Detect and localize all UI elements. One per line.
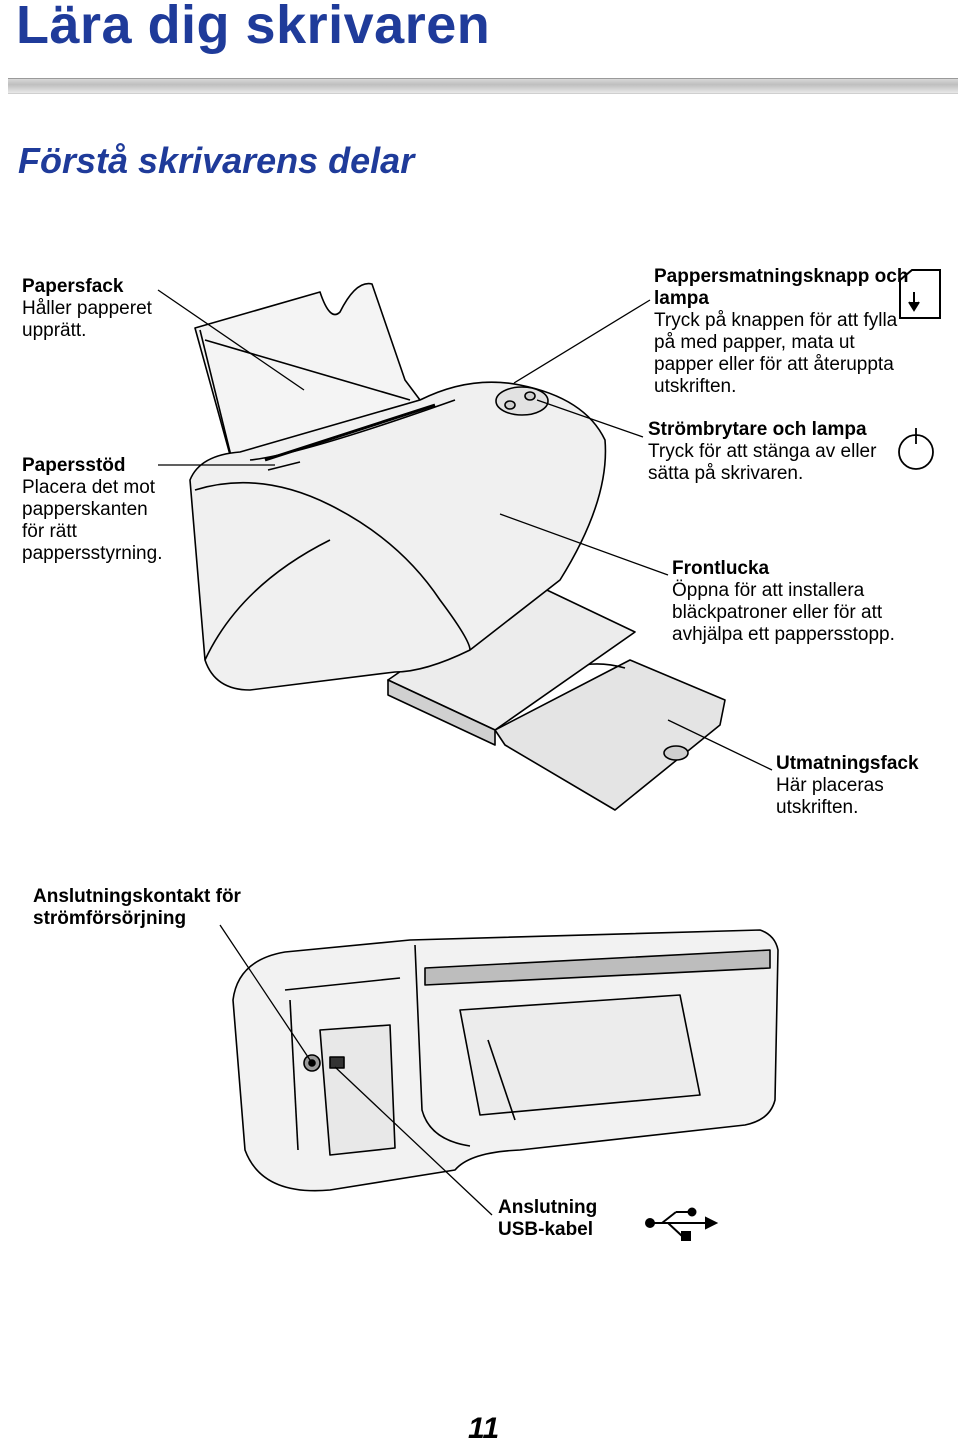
callout-heading: Anslutning USB-kabel (498, 1197, 598, 1240)
callout-description: Tryck för att stänga av eller sätta på s… (648, 441, 877, 484)
callout-usb: Anslutning USB-kabel (498, 1197, 628, 1241)
callout-pappersmatning: Pappersmatningsknapp och lampa Tryck på … (654, 266, 919, 398)
callout-heading: Anslutningskontakt för strömförsörjning (33, 886, 241, 929)
leader-lines (157, 289, 773, 1216)
callout-utmatningsfack: Utmatningsfack Här placeras utskriften. (776, 753, 946, 819)
callout-heading: Frontlucka (672, 558, 770, 579)
callout-description: Här placeras utskriften. (776, 775, 884, 818)
callout-heading: Strömbrytare och lampa (648, 419, 867, 440)
callout-heading: Utmatningsfack (776, 753, 919, 774)
power-icon (898, 428, 934, 470)
section-title: Förstå skrivarens delar (18, 140, 415, 181)
callout-stromforsorjning: Anslutningskontakt för strömförsörjning (33, 886, 283, 930)
page-title: Lära dig skrivaren (16, 0, 491, 55)
callout-description: Tryck på knappen för att fylla på med pa… (654, 310, 898, 397)
callout-description: Öppna för att installera bläckpatroner e… (672, 580, 895, 645)
callout-papersfack: Papersfack Håller papperet upprätt. (22, 276, 162, 342)
callout-heading: Papersstöd (22, 455, 126, 476)
page-number: 11 (468, 1412, 500, 1445)
callout-heading: Papersfack (22, 276, 124, 297)
printer-rear-view (232, 929, 779, 1192)
callout-frontlucka: Frontlucka Öppna för att installera bläc… (672, 558, 934, 646)
printer-front-view (189, 282, 726, 811)
callout-description: Håller papperet upprätt. (22, 298, 152, 341)
title-rule (8, 78, 958, 94)
callout-description: Placera det mot papperskanten för rätt p… (22, 477, 163, 564)
callout-heading: Pappersmatningsknapp och lampa (654, 266, 909, 309)
callout-papersstod: Papersstöd Placera det mot papperskanten… (22, 455, 168, 565)
usb-icon (645, 1207, 719, 1241)
callout-strombrytare: Strömbrytare och lampa Tryck för att stä… (648, 419, 883, 485)
paper-feed-icon (899, 269, 941, 319)
